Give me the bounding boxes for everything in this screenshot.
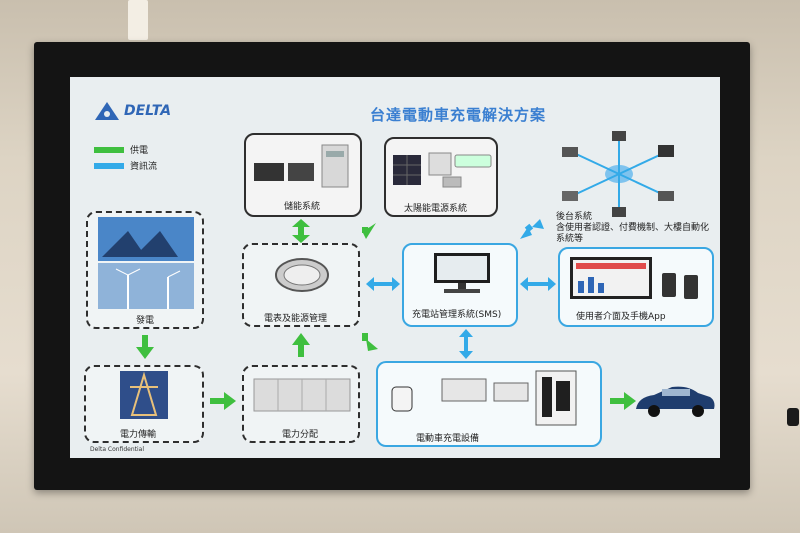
backend-network-icon (562, 131, 674, 217)
sms-label: 充電站管理系統(SMS) (412, 310, 502, 320)
chargers-box: 電動車充電設備 (376, 361, 602, 447)
meter-label: 電表及能源管理 (264, 314, 328, 324)
legend-info-swatch (94, 163, 124, 169)
app-label: 使用者介面及手機App (576, 312, 666, 322)
transmission-label: 電力傳輸 (120, 430, 157, 440)
backend-label-2: 含使用者認證、付費機制、大樓自動化 (556, 223, 710, 233)
legend-power-label: 供電 (130, 146, 149, 156)
storage-label: 儲能系統 (284, 202, 321, 212)
electric-car-image (636, 386, 715, 417)
backend-label-1: 後台系統 (556, 212, 593, 222)
power-tower-image (120, 371, 168, 419)
distribution-box: 電力分配 (242, 365, 360, 443)
storage-equipment-icon (254, 144, 349, 188)
solar-wind-farm-image (98, 217, 194, 309)
backend-label-3: 系統等 (556, 234, 584, 244)
delta-logo: DELTA (94, 101, 171, 121)
solar-panel-icon (393, 152, 492, 188)
electric-meter-icon (275, 258, 329, 292)
flow-arrows (136, 219, 636, 410)
presenter-remote (787, 408, 799, 426)
storage-system-box: 儲能系統 (244, 133, 362, 217)
solar-label: 太陽能電源系統 (404, 204, 468, 214)
monitor-icon (434, 253, 490, 293)
generation-label: 發電 (136, 316, 155, 326)
app-dashboard-icon (570, 257, 698, 299)
distribution-label: 電力分配 (282, 430, 319, 440)
chargers-label: 電動車充電設備 (416, 434, 480, 444)
meter-box: 電表及能源管理 (242, 243, 360, 327)
legend-power-swatch (94, 147, 124, 153)
slide-title: 台達電動車充電解決方案 (370, 106, 547, 124)
switchgear-icon (253, 378, 351, 412)
ev-chargers-icon (391, 370, 577, 426)
delta-triangle-icon (95, 102, 119, 120)
app-box: 使用者介面及手機App (558, 247, 714, 327)
generation-box: 發電 (86, 211, 204, 329)
legend-info-label: 資訊流 (130, 162, 158, 172)
solar-system-box: 太陽能電源系統 (384, 137, 498, 217)
logo-text: DELTA (124, 103, 172, 119)
slide-screen: DELTA 台達電動車充電解決方案 供電 資訊流 儲能系統 太陽能電源系統 (70, 77, 720, 458)
sms-box: 充電站管理系統(SMS) (402, 243, 518, 327)
confidential-footer: Delta Confidential (90, 446, 145, 453)
ceiling-light (128, 0, 148, 40)
transmission-box: 電力傳輸 (84, 365, 204, 443)
